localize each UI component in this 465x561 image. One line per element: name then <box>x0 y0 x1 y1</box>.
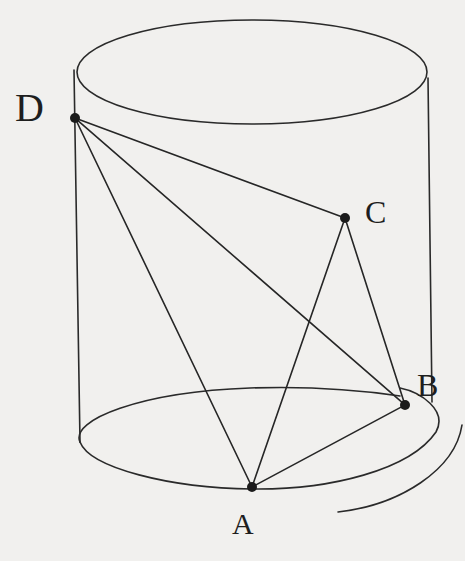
point-label: D <box>15 88 44 128</box>
point-label: A <box>232 509 254 539</box>
point: B <box>399 399 411 411</box>
segment <box>256 407 400 484</box>
bottom-ellipse <box>80 388 439 489</box>
top-ellipse <box>77 20 427 124</box>
segment <box>79 121 401 401</box>
segment <box>77 123 250 483</box>
point: C <box>339 212 351 224</box>
segment <box>347 223 404 400</box>
segment <box>254 223 344 483</box>
point-dot <box>340 213 350 223</box>
point-dot <box>70 113 80 123</box>
point: D <box>69 112 81 124</box>
sketch-arc <box>338 425 462 512</box>
point-dot <box>247 482 257 492</box>
right-side <box>428 78 432 402</box>
segment <box>80 120 341 217</box>
point: A <box>246 481 258 493</box>
point-label: B <box>417 369 438 401</box>
point-label: C <box>365 196 386 228</box>
point-dot <box>400 400 410 410</box>
